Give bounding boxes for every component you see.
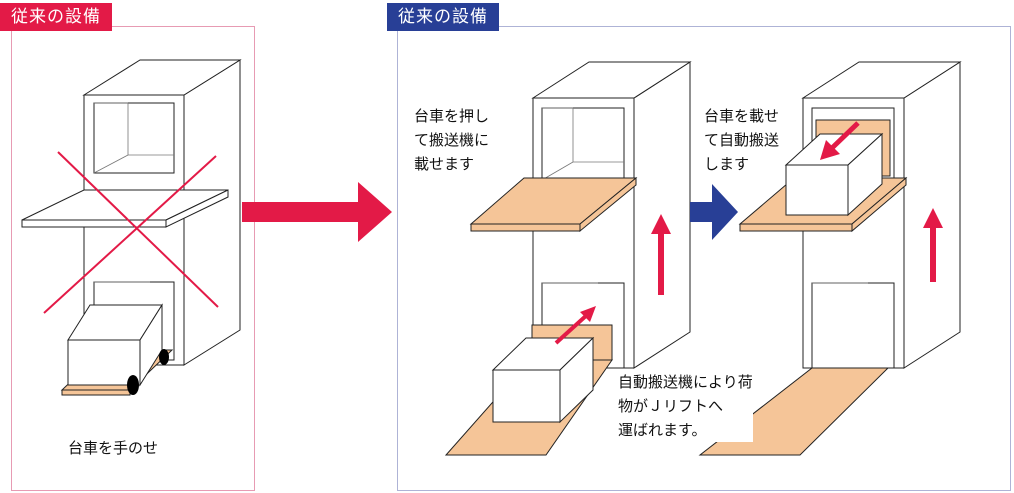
step2-lift-illustration bbox=[698, 61, 962, 456]
step2-note: 台車を載せ て自動搬送 します bbox=[704, 107, 780, 173]
step1-note: 台車を押し て搬送機に 載せます bbox=[414, 107, 490, 173]
transition-arrow-icon bbox=[242, 182, 392, 242]
right-panel-header: 従来の設備 bbox=[387, 3, 499, 31]
left-lift-illustration bbox=[21, 59, 242, 396]
step1-lift-illustration bbox=[444, 61, 692, 456]
left-panel-header: 従来の設備 bbox=[0, 3, 112, 31]
cart-by-hand-caption: 台車を手のせ bbox=[68, 439, 159, 457]
step3-note: 自動搬送機により荷 物がＪリフトへ 運ばれます。 bbox=[618, 370, 753, 442]
step-arrow-icon bbox=[690, 184, 738, 240]
